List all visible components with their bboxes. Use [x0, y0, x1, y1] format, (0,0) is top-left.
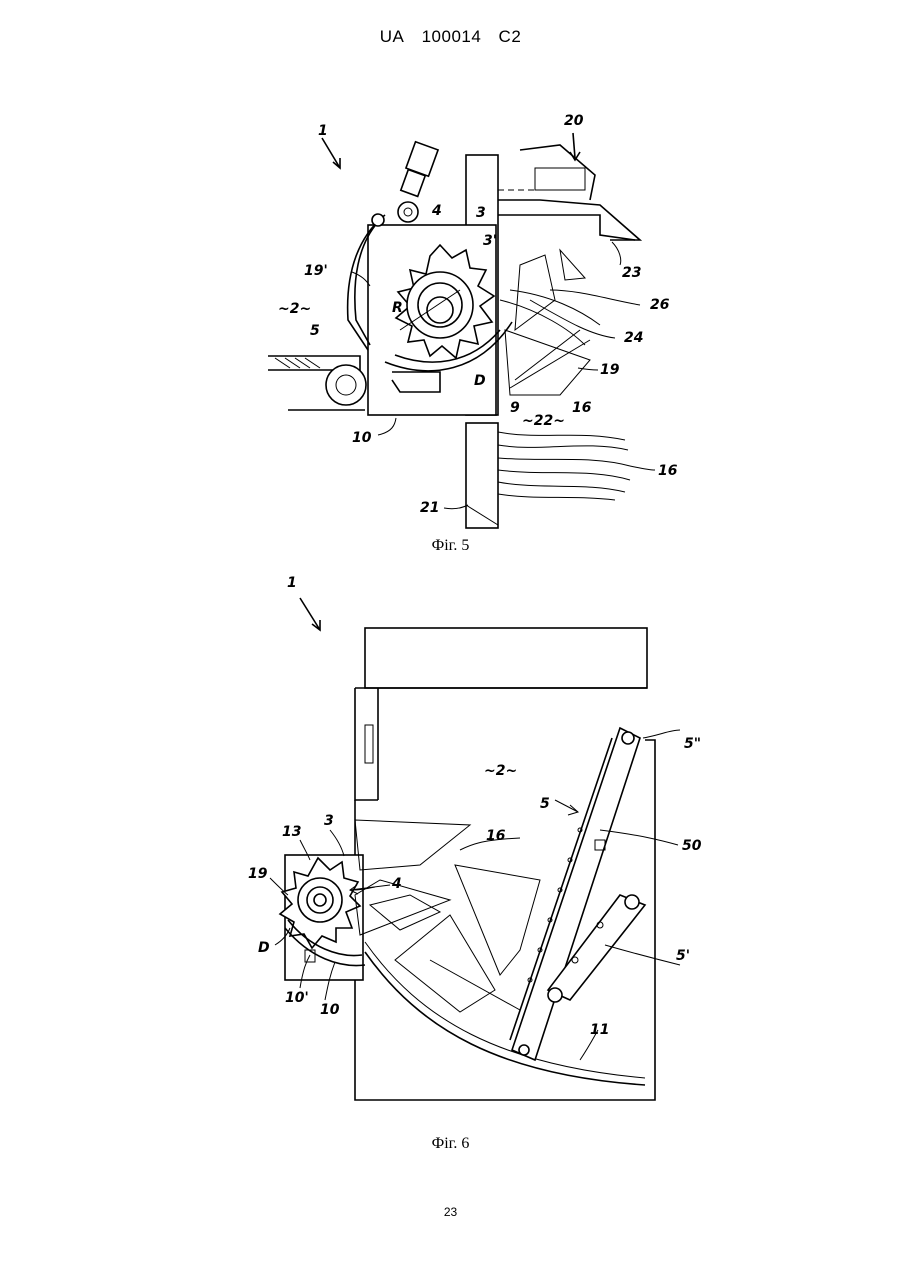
fig6-label-50: 50 [682, 838, 702, 854]
figure-5-drawing: 1 20 4 3 3' 19' ~2~ R 5 23 26 24 19 D 9 … [0, 0, 901, 540]
fig6-conveyor-5 [510, 728, 640, 1060]
fig6-label-D: D [258, 940, 270, 956]
fig6-documents-16 [355, 820, 540, 1012]
fig6-label-10p: 10' [285, 990, 309, 1006]
fig6-top-box [365, 628, 647, 688]
fig6-container [355, 688, 378, 800]
fig5-arrow-1 [322, 138, 340, 168]
fig6-label-5p: 5' [676, 948, 690, 964]
fig5-label-5: 5 [310, 323, 320, 339]
fig5-label-19p: 19' [304, 263, 328, 279]
fig5-documents-16 [500, 250, 600, 395]
fig5-label-22: ~22~ [522, 413, 565, 429]
fig5-label-D: D [474, 373, 486, 389]
fig6-label-5pp: 5" [684, 736, 701, 752]
fig5-label-23: 23 [622, 265, 641, 281]
fig6-label-13: 13 [282, 824, 301, 840]
fig6-label-3: 3 [324, 813, 334, 829]
fig5-label-10: 10 [352, 430, 372, 446]
figure-6-caption: Фіг. 6 [0, 1135, 901, 1153]
fig6-label-16: 16 [486, 828, 506, 844]
fig5-label-9: 9 [510, 400, 520, 416]
fig5-label-19: 19 [600, 362, 620, 378]
fig5-label-4: 4 [431, 203, 442, 219]
fig5-label-1: 1 [318, 123, 328, 139]
fig5-stack-16 [498, 432, 630, 500]
figure-5-caption: Фіг. 5 [0, 537, 901, 555]
fig6-label-4: 4 [391, 876, 402, 892]
fig5-label-26: 26 [650, 297, 670, 313]
fig6-label-10: 10 [320, 1002, 340, 1018]
fig5-label-3: 3 [476, 205, 486, 221]
fig5-chute-21 [466, 423, 498, 528]
fig5-label-R: R [392, 300, 403, 316]
fig5-label-16a: 16 [572, 400, 592, 416]
fig6-arrow-1 [300, 598, 320, 630]
page-number: 23 [0, 1205, 901, 1219]
fig6-curve-11 [365, 952, 645, 1085]
fig5-label-2: ~2~ [278, 301, 311, 317]
fig5-label-20: 20 [564, 113, 584, 129]
fig5-label-24: 24 [624, 330, 643, 346]
fig6-label-2: ~2~ [484, 763, 517, 779]
fig5-label-16b: 16 [658, 463, 678, 479]
fig6-label-11: 11 [590, 1022, 609, 1038]
fig5-label-21: 21 [420, 500, 439, 516]
fig5-label-3p: 3' [483, 233, 497, 249]
fig6-label-1: 1 [287, 575, 297, 591]
fig6-label-5: 5 [540, 796, 550, 812]
figure-6-drawing: 1 ~2~ 5" 5 50 3 13 16 19 4 D 5' 10' 10 1… [0, 560, 901, 1140]
fig6-label-19: 19 [248, 866, 268, 882]
